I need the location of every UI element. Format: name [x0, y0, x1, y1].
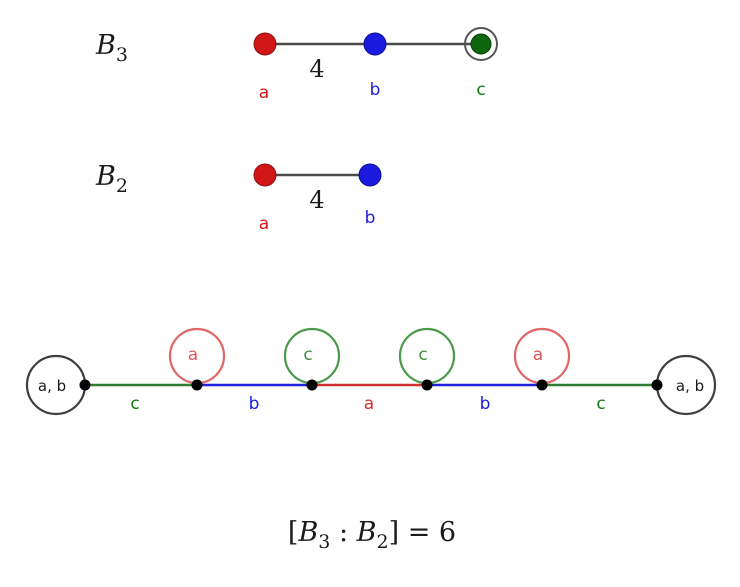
- b2-node-b-label: b: [365, 208, 376, 228]
- formula-colon: :: [330, 517, 356, 548]
- coset-vertex: [536, 379, 548, 391]
- coset-loop-label: a: [188, 345, 198, 365]
- b3-diagram: B3 4 a b c: [95, 27, 498, 103]
- b2-diagram: B2 4 a b: [95, 161, 382, 234]
- b2-title-base: B: [95, 161, 116, 192]
- coset-edge-label: b: [249, 394, 260, 414]
- b3-node-a: [253, 32, 277, 56]
- coset-loop-label: c: [303, 345, 312, 365]
- b3-node-c-label: c: [476, 80, 485, 100]
- b3-node-b-label: b: [370, 80, 381, 100]
- formula-open-bracket: [: [288, 517, 299, 548]
- b3-title-base: B: [95, 30, 116, 61]
- formula-subgroup: B: [356, 517, 377, 548]
- b3-title-subscript: 3: [116, 44, 128, 66]
- b2-node-a: [253, 163, 277, 187]
- coset-edge-label: c: [130, 394, 139, 414]
- coset-vertex: [306, 379, 318, 391]
- coset-edge-label: a: [364, 394, 374, 414]
- coset-edge-label: c: [596, 394, 605, 414]
- coset-vertex: [651, 379, 663, 391]
- b3-node-b: [363, 32, 387, 56]
- coset-vertex: [191, 379, 203, 391]
- b3-node-c: [470, 33, 492, 55]
- right-terminal-label: a, b: [676, 377, 704, 395]
- coset-vertex: [421, 379, 433, 391]
- b3-edge-order-label: 4: [309, 55, 324, 83]
- b2-edge-order-label: 4: [309, 186, 324, 214]
- formula-group-subscript: 3: [318, 531, 330, 553]
- coset-graph: a, b a, b a c c a c b a b c: [25, 327, 717, 416]
- b2-node-b: [358, 163, 382, 187]
- coset-vertex: [79, 379, 91, 391]
- index-formula: [B3 : B2] = 6: [288, 517, 456, 553]
- b2-title-subscript: 2: [116, 175, 128, 197]
- coset-loop-label: a: [533, 345, 543, 365]
- b3-node-a-label: a: [259, 83, 269, 103]
- formula-subgroup-subscript: 2: [377, 531, 389, 553]
- left-terminal-label: a, b: [38, 377, 66, 395]
- b2-title: B2: [95, 161, 128, 197]
- formula-result: ] = 6: [389, 517, 457, 548]
- formula-group: B: [297, 517, 318, 548]
- coset-loop-label: c: [418, 345, 427, 365]
- b2-node-a-label: a: [259, 214, 269, 234]
- b3-node-c-ring: [464, 27, 498, 61]
- b3-title: B3: [95, 30, 128, 66]
- coset-edge-label: b: [480, 394, 491, 414]
